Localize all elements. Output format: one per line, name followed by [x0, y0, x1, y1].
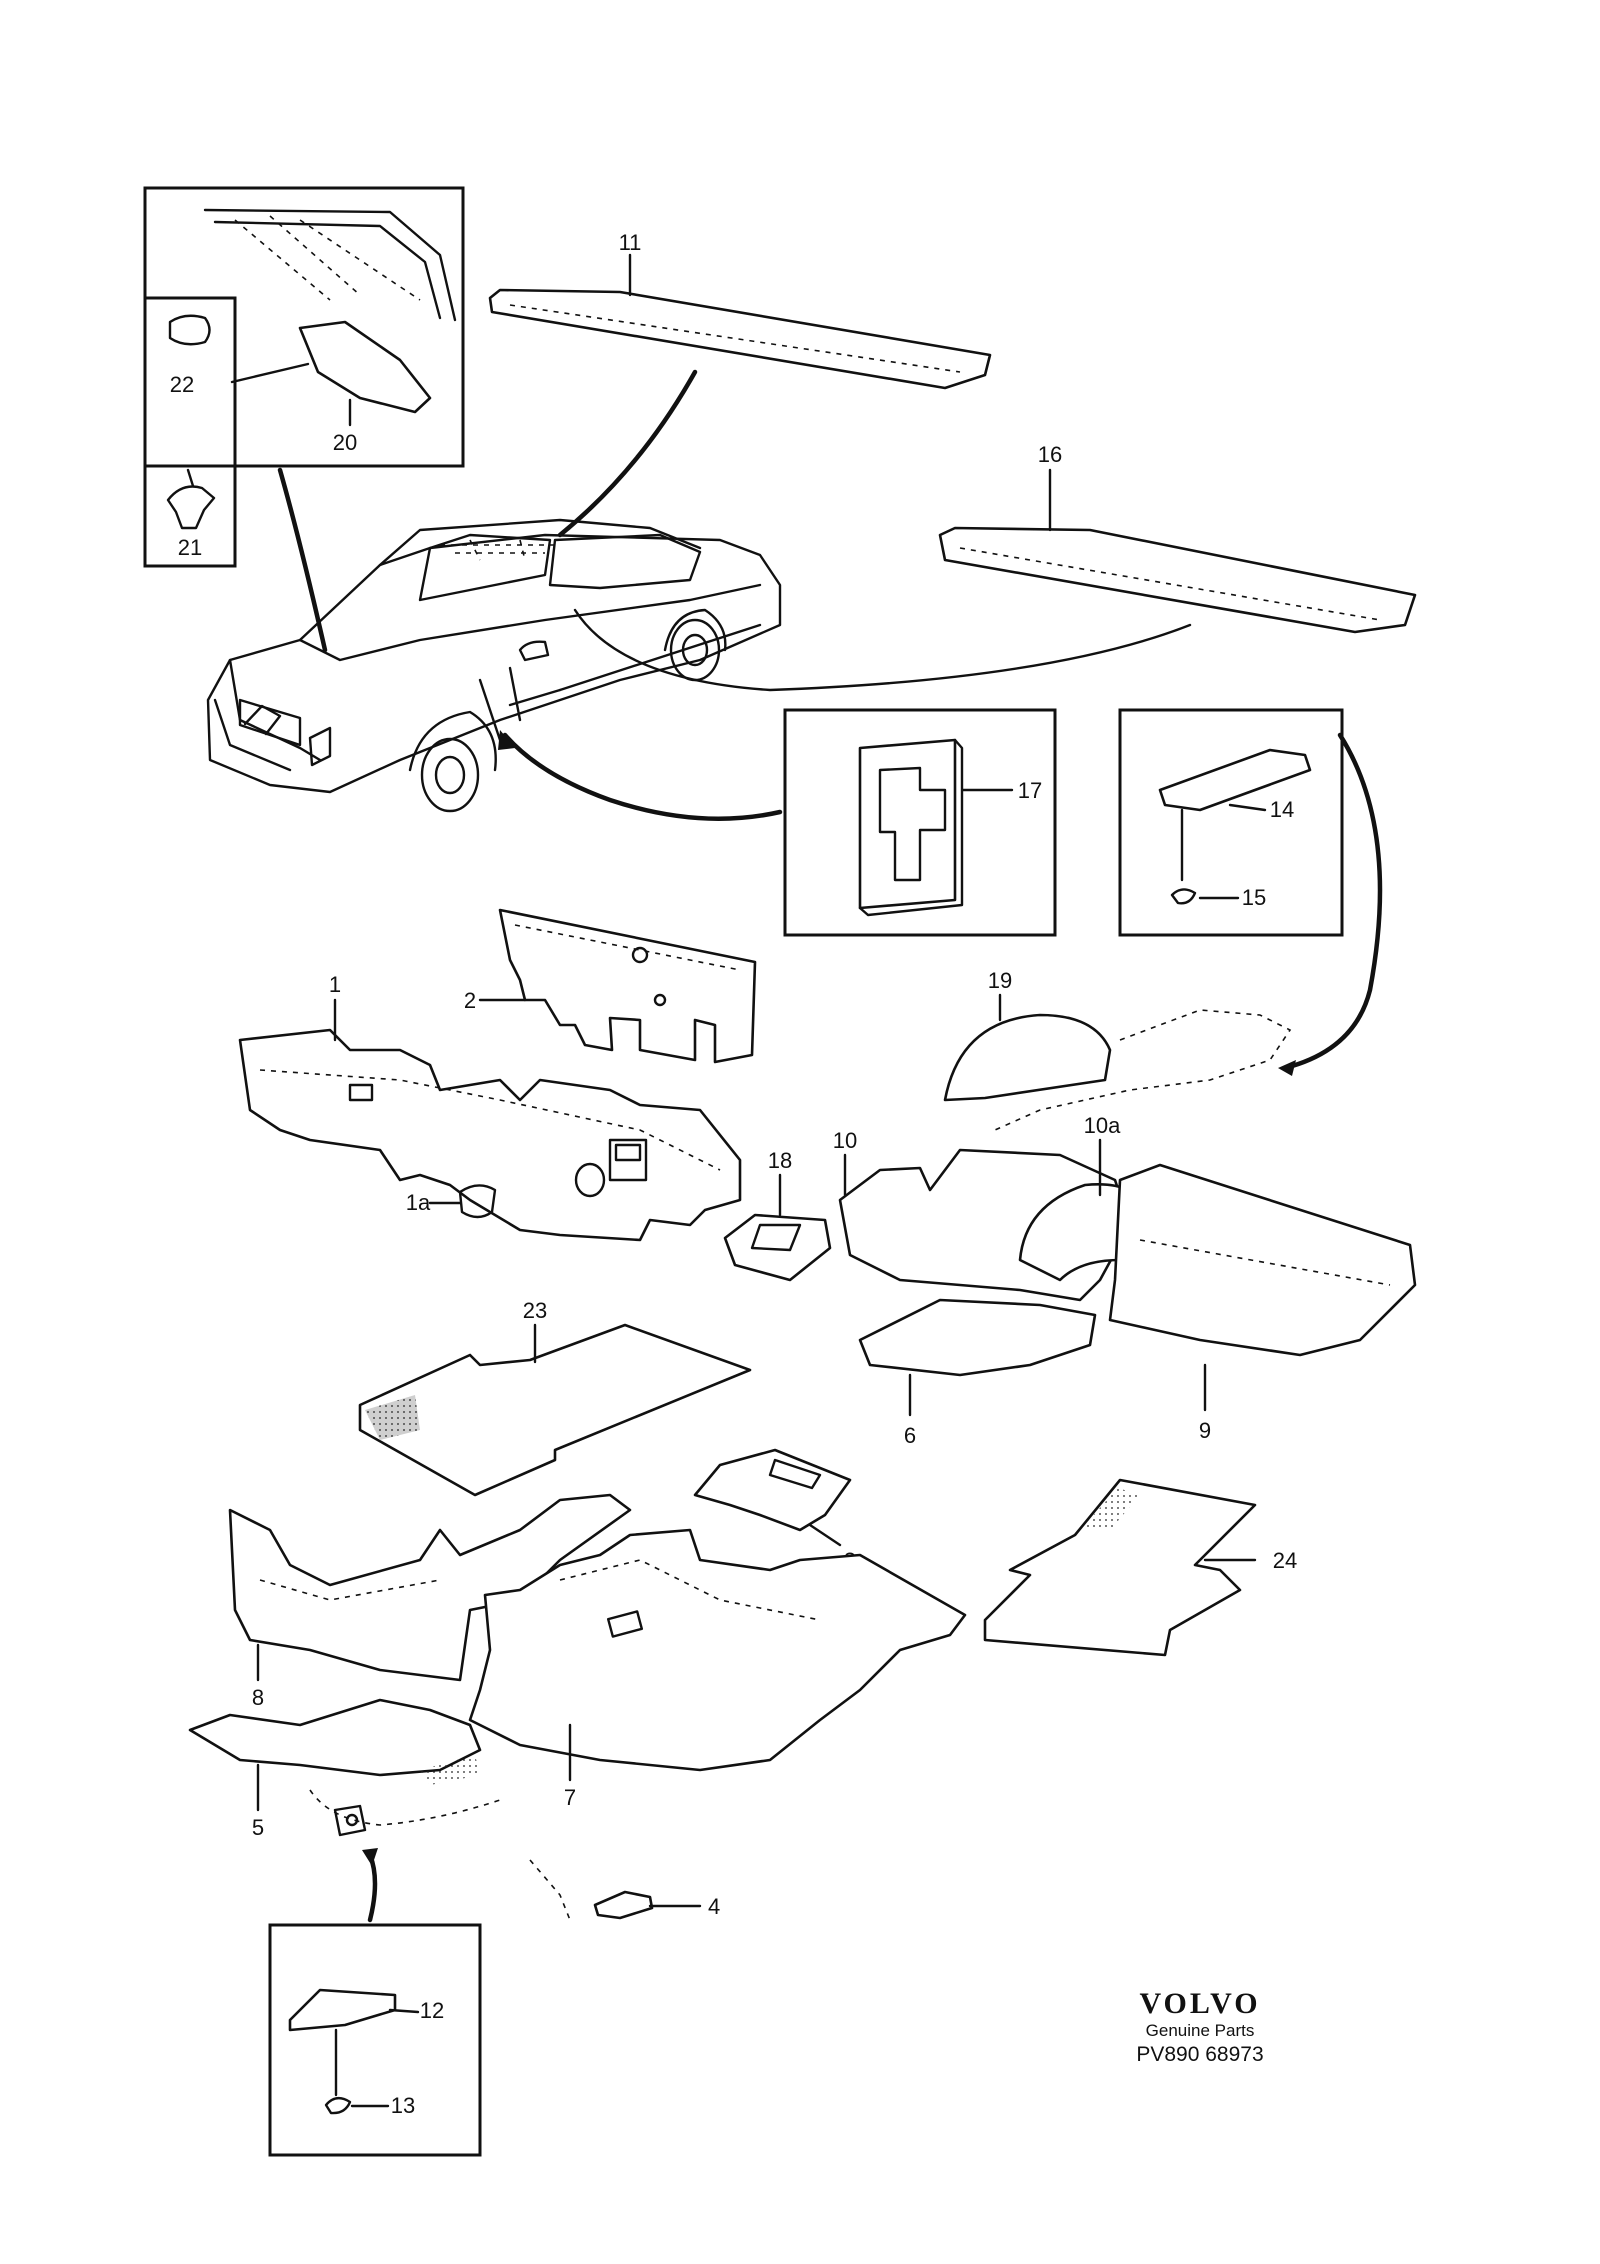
diagram-code: PV890 68973	[1136, 2043, 1264, 2066]
callout-9: 9	[1199, 1418, 1211, 1443]
callout-6: 6	[904, 1423, 916, 1448]
fastener-21	[166, 485, 216, 530]
part-1-firewall-insulation	[238, 1028, 742, 1242]
hood-insulation-clip-plate	[298, 320, 432, 414]
part-5-side-carpet	[188, 1698, 482, 1777]
part-6-floor-insulation	[858, 1298, 1097, 1377]
callout-15: 15	[1242, 885, 1266, 910]
callout-2: 2	[464, 988, 476, 1013]
brand-logo: VOLVO	[1139, 1987, 1261, 2020]
part-7-main-carpet	[468, 1528, 967, 1772]
part-1a-clip	[458, 1184, 497, 1219]
part-4-clip	[593, 1890, 654, 1920]
callout-20: 20	[333, 430, 357, 455]
callout-5: 5	[252, 1815, 264, 1840]
callout-12: 12	[420, 1998, 444, 2023]
part-16-lining-strip	[938, 526, 1417, 634]
part-2-bulkhead-insulation	[498, 908, 757, 1064]
callout-4: 4	[708, 1894, 720, 1919]
inset-hood-lining	[143, 186, 465, 568]
part-9-rear-floor-insulation	[1108, 1163, 1417, 1357]
brand-subtitle: Genuine Parts	[1145, 2021, 1255, 2040]
part-3-tunnel-carpet	[693, 1448, 852, 1532]
callout-1: 1	[329, 972, 341, 997]
callout-22: 22	[170, 372, 194, 397]
car-illustration	[206, 518, 782, 813]
fastener-22	[168, 314, 211, 346]
callout-14: 14	[1270, 797, 1294, 822]
callout-17: 17	[1018, 778, 1042, 803]
arrow-hood-to-car	[277, 467, 328, 653]
callout-1a: 1a	[406, 1190, 431, 1215]
callout-23: 23	[523, 1298, 547, 1323]
callout-13: 13	[391, 2093, 415, 2118]
callout-24: 24	[1273, 1548, 1297, 1573]
part-23-carpet	[358, 1323, 752, 1497]
inset-12-13	[268, 1848, 482, 2157]
callout-21: 21	[178, 535, 202, 560]
brand-block: VOLVO Genuine Parts PV890 68973	[1100, 1988, 1300, 2068]
callout-10a: 10a	[1084, 1113, 1121, 1138]
inset-14-15	[1118, 708, 1344, 937]
callout-10: 10	[833, 1128, 857, 1153]
callout-8: 8	[252, 1685, 264, 1710]
part-18-console-insulation	[723, 1213, 832, 1282]
inset-17	[783, 708, 1057, 937]
part-24-rear-carpet	[983, 1478, 1257, 1657]
part-19-wheel-arch-cover	[943, 1013, 1112, 1102]
callout-18: 18	[768, 1148, 792, 1173]
callout-19: 19	[988, 968, 1012, 993]
callout-11: 11	[619, 230, 642, 255]
callout-16: 16	[1038, 442, 1062, 467]
part-8-front-carpet	[228, 1493, 632, 1682]
callout-7: 7	[564, 1785, 576, 1810]
